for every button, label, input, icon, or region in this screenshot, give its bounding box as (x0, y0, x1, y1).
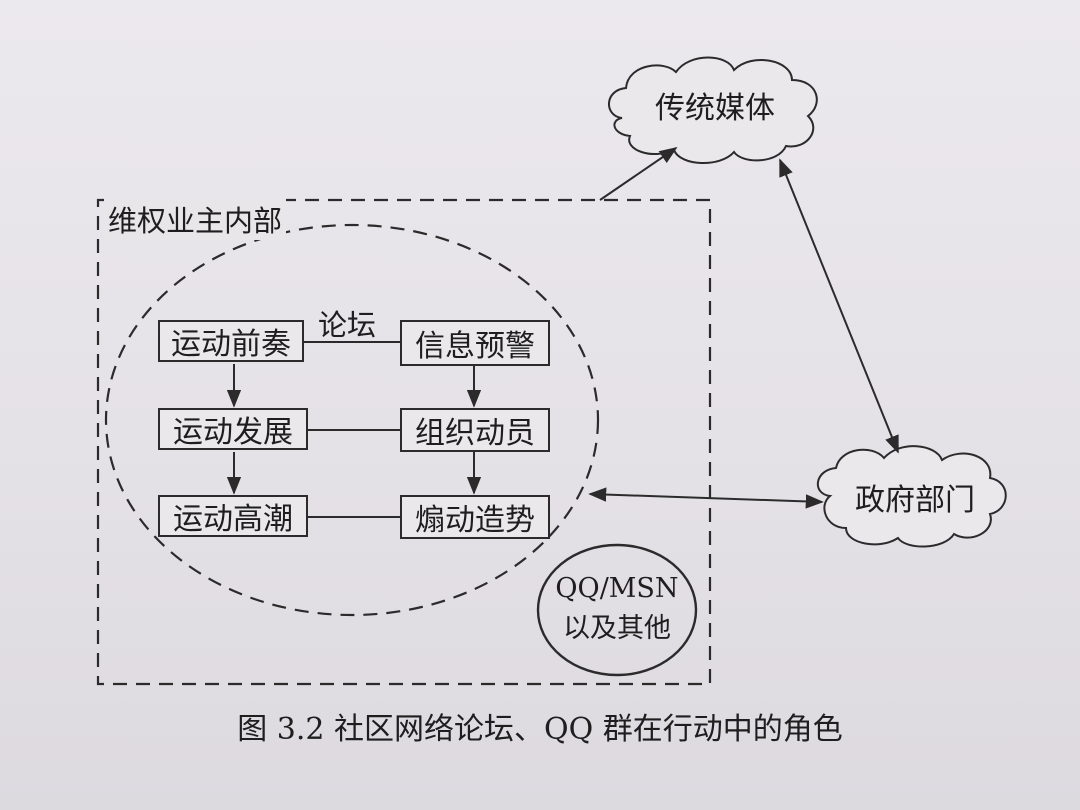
forum-label: 论坛 (318, 308, 377, 342)
box-movement-development: 运动发展 (158, 408, 308, 450)
outer-dashed-region (96, 198, 712, 686)
box-movement-climax: 运动高潮 (158, 495, 308, 537)
qq-node-text: QQ/MSN 以及其他 (540, 569, 694, 649)
outer-region-label: 维权业主内部 (104, 198, 287, 240)
box-info-warning: 信息预警 (400, 320, 550, 366)
arrow-media-government (779, 158, 899, 454)
box-organize-mobilize: 组织动员 (400, 408, 550, 452)
arrow-forum-government (588, 487, 824, 509)
forum-dashed-ellipse (104, 223, 600, 617)
cloud-traditional-media-label: 传统媒体 (655, 91, 775, 126)
figure-caption: 图 3.2 社区网络论坛、QQ 群在行动中的角色 (237, 712, 843, 747)
qq-node-line2: 以及其他 (563, 613, 671, 644)
qq-node-line1: QQ/MSN (555, 573, 679, 604)
cloud-government-label: 政府部门 (855, 483, 975, 518)
box-incite-momentum: 煽动造势 (400, 495, 550, 539)
qq-ellipse (536, 543, 698, 677)
arrow-to-traditional-media (599, 146, 678, 201)
box-movement-prelude: 运动前奏 (158, 320, 304, 362)
